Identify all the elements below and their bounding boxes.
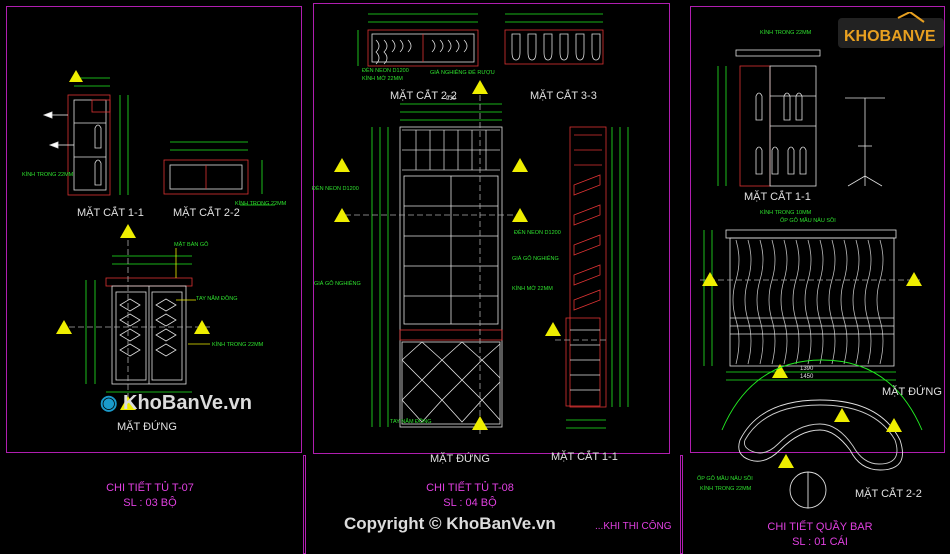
- t08-note-neon: ĐÈN NEON D1200: [362, 68, 409, 74]
- t08-note-neon-3: ĐÈN NEON D1200: [514, 230, 561, 236]
- sheet-frame-right: [690, 6, 945, 453]
- sheet-frame-left: [6, 6, 302, 453]
- bar-marker-plan-1: [778, 454, 794, 468]
- t08-marker-bottom: [472, 416, 488, 430]
- t07-section-marker-a: [69, 70, 83, 82]
- bar-note-glass-curve: KÍNH TRONG 22MM: [700, 486, 752, 492]
- bar-marker-left: [702, 272, 718, 286]
- bar-note-glass-front: KÍNH TRONG 10MM: [760, 210, 812, 216]
- bar-note-wood-op-2: ỐP GỖ MẦU NÂU SỒI: [697, 476, 753, 482]
- t08-marker-right-2: [512, 208, 528, 222]
- bar-label-section-1-1: MẶT CẮT 1-1: [744, 191, 811, 203]
- logo-icon: KHOBANVE: [838, 12, 944, 48]
- t08-label-section-1-1: MẶT CẮT 1-1: [551, 451, 618, 463]
- t07-marker-bottom: [120, 396, 136, 410]
- t07-title: CHI TIẾT TỦ T-07: [106, 482, 194, 494]
- t07-marker-right: [194, 320, 210, 334]
- t08-note-wood-tilt: GIÁ GỖ NGHIÊNG: [314, 281, 361, 287]
- t08-note-neon-2: ĐÈN NEON D1200: [312, 186, 359, 192]
- watermark-text: KhoBanVe.vn: [123, 392, 252, 414]
- t07-front-view: [60, 240, 210, 410]
- bar-label-section-2-2: MẶT CẮT 2-2: [855, 488, 922, 500]
- bar-section-1-1: [717, 49, 885, 187]
- t07-marker-top: [120, 224, 136, 238]
- t07-label-section-1-1: MẶT CẮT 1-1: [77, 207, 144, 219]
- t07-section-2-2: [163, 141, 275, 206]
- t08-construction-note: ...KHI THI CÔNG: [595, 521, 672, 532]
- t08-note-handle: TAY NẮM ĐỒNG: [390, 419, 432, 425]
- bar-marker-plan-3: [834, 408, 850, 422]
- bar-dim-1390: 1390: [800, 366, 814, 372]
- bar-quantity: SL : 01 CÁI: [792, 536, 848, 548]
- bar-dim-1450: 1450: [800, 374, 814, 380]
- t07-note-glass-2: KÍNH TRONG 22MM: [235, 201, 287, 207]
- t07-marker-left: [56, 320, 72, 334]
- logo-text: KHOBANVE: [844, 28, 936, 45]
- t08-note-wood-tilt-2: GIÁ GỖ NGHIÊNG: [512, 256, 559, 262]
- bar-note-glass-top: KÍNH TRONG 22MM: [760, 30, 812, 36]
- t08-note-glass-mo-2: KÍNH MỜ 22MM: [512, 286, 553, 292]
- t08-marker-top: [472, 80, 488, 94]
- t07-label-section-2-2: MẶT CẮT 2-2: [173, 207, 240, 219]
- t08-quantity: SL : 04 BỘ: [443, 497, 497, 509]
- bar-marker-right: [906, 272, 922, 286]
- t07-note-glass-3: KÍNH TRONG 22MM: [212, 342, 264, 348]
- t08-label-front: MẶT ĐỨNG: [430, 453, 490, 465]
- t08-marker-section: [545, 322, 561, 336]
- t08-section-2-2: [357, 13, 479, 67]
- bar-section-2-2: [721, 359, 923, 509]
- bar-marker-plan-2: [886, 418, 902, 432]
- bar-title: CHI TIẾT QUẦY BAR: [767, 521, 873, 533]
- bar-front-view: [700, 229, 920, 381]
- t08-note-glass-mo: KÍNH MỜ 22MM: [362, 76, 403, 82]
- watermark-copyright: Copyright © KhoBanVe.vn: [344, 514, 556, 533]
- t07-note-wood-top: MẶT BÀN GỖ: [174, 242, 209, 248]
- t08-marker-right-1: [512, 158, 528, 172]
- khobanve-logo: KHOBANVE: [838, 12, 944, 52]
- sheet-frame-middle: [313, 3, 670, 454]
- t08-dim-width: 930: [446, 96, 457, 102]
- t07-note-handle: TAY NẮM ĐỒNG: [196, 296, 238, 302]
- t08-section-1-1: [555, 126, 629, 429]
- t07-quantity: SL : 03 BỘ: [123, 497, 177, 509]
- t08-section-3-3: [504, 13, 604, 65]
- t08-front-view: [345, 86, 520, 436]
- watermark-main: ◉ KhoBanVe.vn: [100, 390, 252, 415]
- watermark-icon: ◉: [100, 392, 118, 414]
- t08-title: CHI TIẾT TỦ T-08: [426, 482, 514, 494]
- t08-note-wine-rack: GIÁ NGHIÊNG ĐỂ RƯỢU: [430, 70, 495, 76]
- t07-label-front: MẶT ĐỨNG: [117, 421, 177, 433]
- bar-marker-bottom: [772, 364, 788, 378]
- t08-label-section-2-2: MẶT CẮT 2-2: [390, 90, 457, 102]
- t08-label-section-3-3: MẶT CẮT 3-3: [530, 90, 597, 102]
- t08-marker-left-2: [334, 208, 350, 222]
- bar-note-wood-op: ỐP GỖ MẦU NÂU SỒI: [780, 218, 836, 224]
- t07-note-glass: KÍNH TRONG 22MM: [22, 172, 74, 178]
- t08-marker-left-1: [334, 158, 350, 172]
- bar-label-front: MẶT ĐỨNG: [882, 386, 942, 398]
